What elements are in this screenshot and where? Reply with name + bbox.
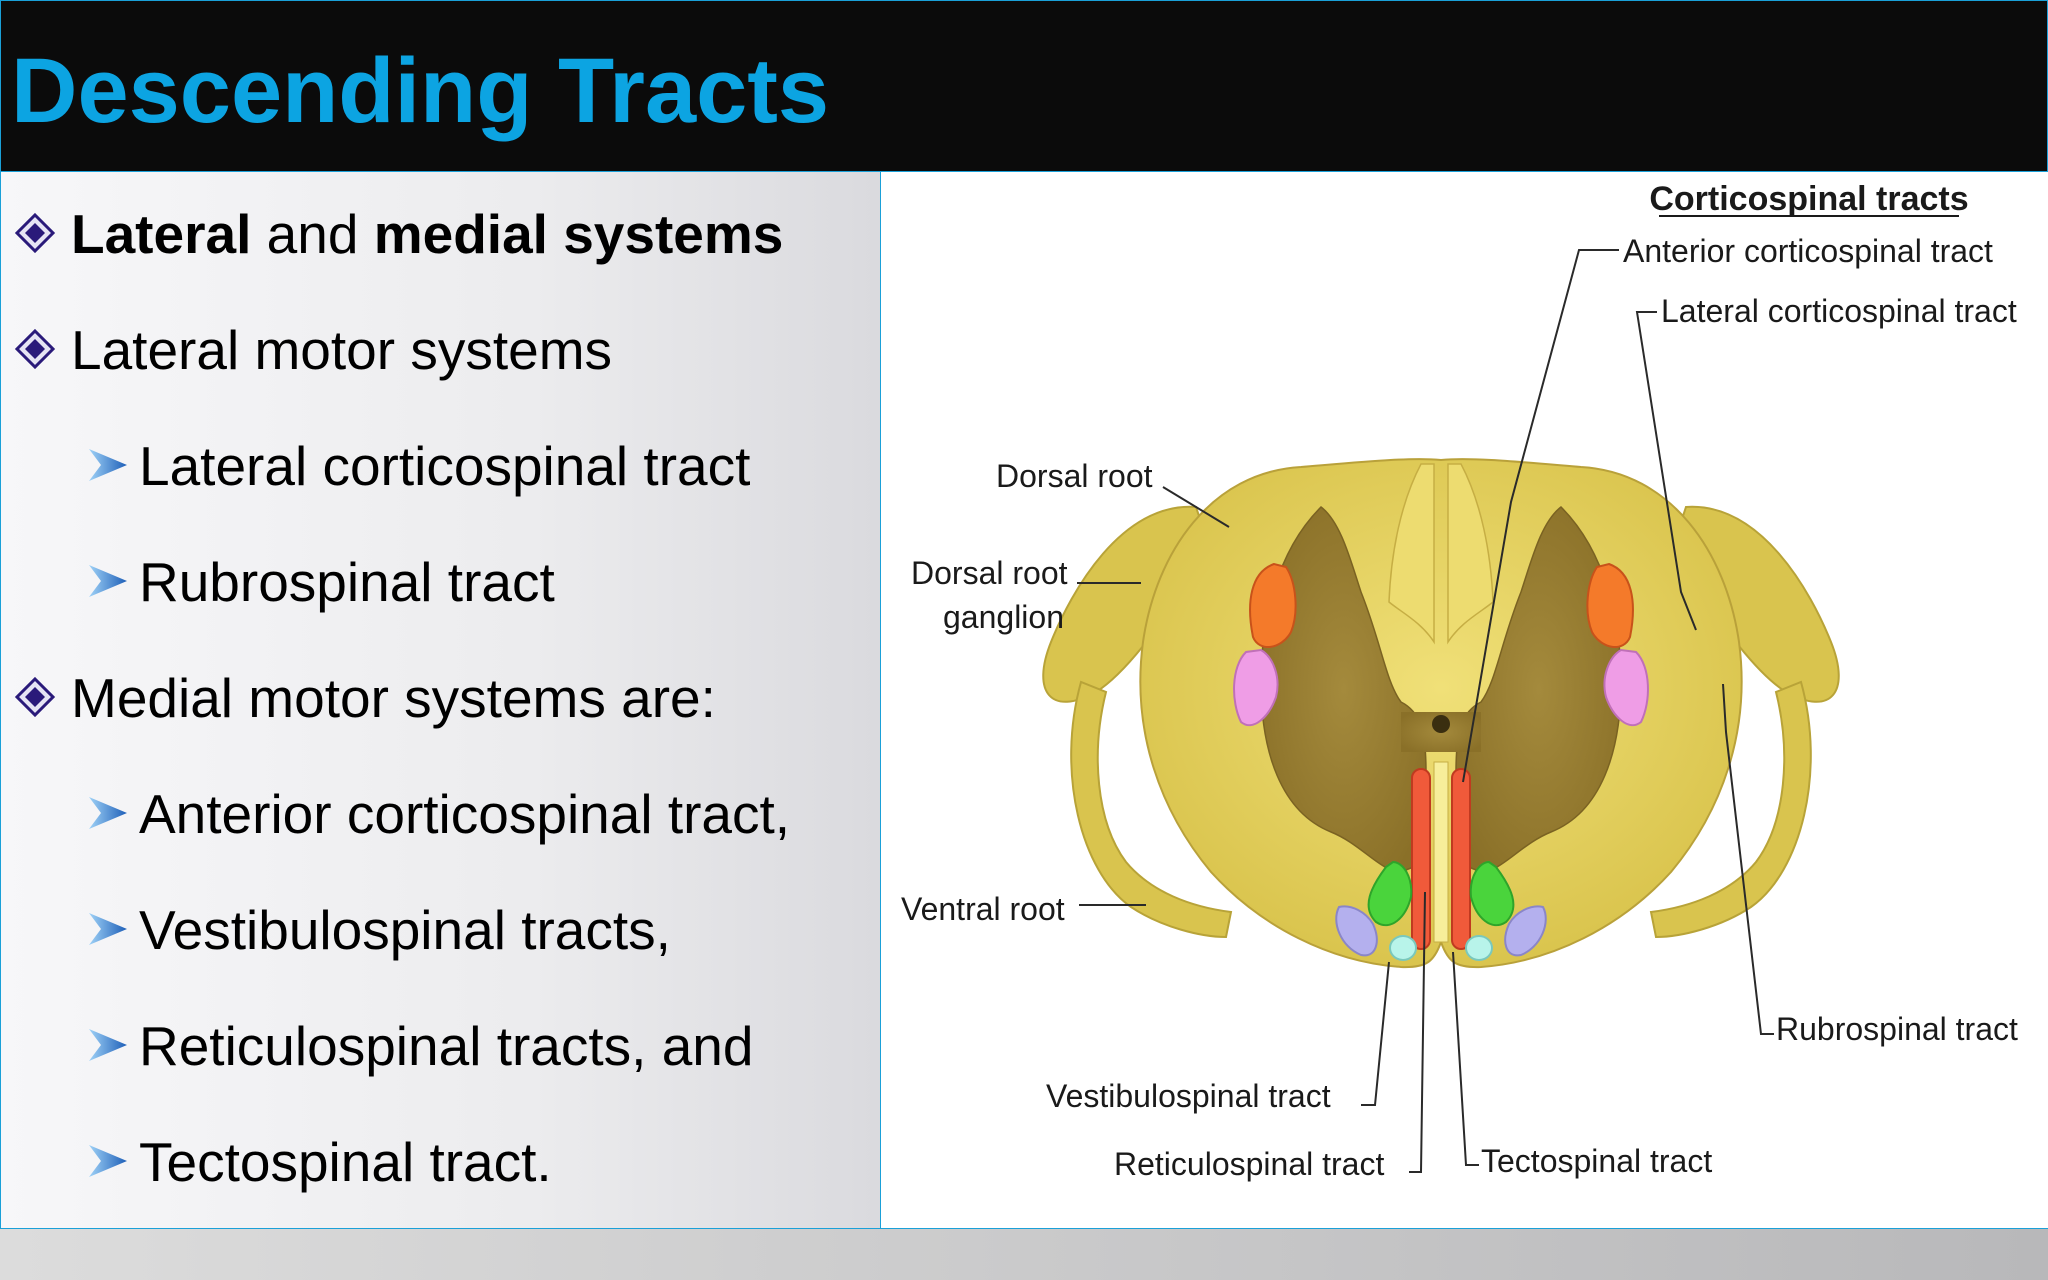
label-dorsal-root: Dorsal root	[996, 458, 1153, 494]
central-canal	[1432, 715, 1450, 733]
sub-bullet-item: Tectospinal tract.	[87, 1122, 552, 1202]
sub-bullet-text: Anterior corticospinal tract,	[139, 783, 791, 845]
label-reticulospinal: Reticulospinal tract	[1114, 1146, 1384, 1182]
arrow-bullet-icon	[87, 550, 139, 614]
diamond-bullet-icon	[14, 202, 71, 266]
bullet-text: and	[251, 203, 374, 265]
slide-title: Descending Tracts	[11, 40, 830, 142]
arrow-bullet-icon	[87, 1130, 139, 1194]
sub-bullet-item: Rubrospinal tract	[87, 542, 555, 622]
label-ventral-root: Ventral root	[901, 891, 1065, 927]
rubrospinal-tract-left	[1233, 648, 1279, 727]
leader-lines	[1077, 249, 1774, 1173]
sub-bullet-text: Tectospinal tract.	[139, 1131, 552, 1193]
left-ventral-root	[1070, 680, 1233, 939]
bullet-text: Lateral motor systems	[71, 319, 613, 381]
anterior-median-fissure	[1433, 761, 1449, 943]
tectospinal-tract-left	[1389, 935, 1417, 961]
sub-bullet-item: Anterior corticospinal tract,	[87, 774, 790, 854]
bullet-text: Medial motor systems are:	[71, 667, 716, 729]
anterior-corticospinal-tract-left	[1411, 768, 1431, 950]
bullet-panel: Lateral and medial systems Lateral motor…	[0, 171, 881, 1229]
right-ventral-root	[1649, 680, 1812, 939]
vestibulospinal-tract-left	[1335, 905, 1378, 957]
diamond-bullet-icon	[14, 666, 71, 730]
sub-bullet-text: Vestibulospinal tracts,	[139, 899, 671, 961]
lateral-corticospinal-tract-left	[1249, 562, 1297, 648]
tectospinal-tract-right	[1465, 935, 1493, 961]
arrow-bullet-icon	[87, 898, 139, 962]
sub-bullet-text: Reticulospinal tracts, and	[139, 1015, 754, 1077]
label-anterior-corticospinal: Anterior corticospinal tract	[1623, 233, 1993, 269]
rubrospinal-tract-right	[1603, 648, 1649, 727]
sub-bullet-item: Vestibulospinal tracts,	[87, 890, 671, 970]
footer-band	[0, 1229, 2048, 1280]
bullet-text-bold: medial systems	[373, 203, 784, 265]
title-bar: Descending Tracts	[0, 0, 2048, 172]
label-tectospinal: Tectospinal tract	[1481, 1143, 1712, 1179]
bullet-item: Lateral and medial systems	[14, 194, 784, 274]
arrow-bullet-icon	[87, 782, 139, 846]
label-rubrospinal: Rubrospinal tract	[1776, 1011, 2018, 1047]
arrow-bullet-icon	[87, 434, 139, 498]
spinal-cord-diagram: Corticospinal tracts Anterior corticospi…	[881, 171, 2048, 1229]
sub-bullet-text: Rubrospinal tract	[139, 551, 555, 613]
diamond-bullet-icon	[14, 318, 71, 382]
anterior-corticospinal-tract-right	[1451, 768, 1471, 950]
label-vestibulospinal: Vestibulospinal tract	[1046, 1078, 1331, 1114]
label-dorsal-root-ganglion-line1: Dorsal root	[911, 555, 1068, 591]
sub-bullet-text: Lateral corticospinal tract	[139, 435, 751, 497]
sub-bullet-item: Reticulospinal tracts, and	[87, 1006, 753, 1086]
label-dorsal-root-ganglion-line2: ganglion	[943, 599, 1064, 635]
label-lateral-corticospinal: Lateral corticospinal tract	[1661, 293, 2017, 329]
arrow-bullet-icon	[87, 1014, 139, 1078]
reticulospinal-tract-right	[1469, 860, 1515, 927]
reticulospinal-tract-left	[1367, 860, 1413, 927]
bullet-text-bold: Lateral	[71, 203, 252, 265]
diagram-heading: Corticospinal tracts	[1649, 180, 1968, 218]
bullet-item: Medial motor systems are:	[14, 658, 716, 738]
vestibulospinal-tract-right	[1504, 905, 1547, 957]
spinal-cord-cross-section: Corticospinal tracts Anterior corticospi…	[901, 180, 2018, 1182]
sub-bullet-item: Lateral corticospinal tract	[87, 426, 750, 506]
dorsal-column-left	[1388, 463, 1435, 645]
bullet-item: Lateral motor systems	[14, 310, 613, 390]
lateral-corticospinal-tract-right	[1586, 562, 1634, 648]
